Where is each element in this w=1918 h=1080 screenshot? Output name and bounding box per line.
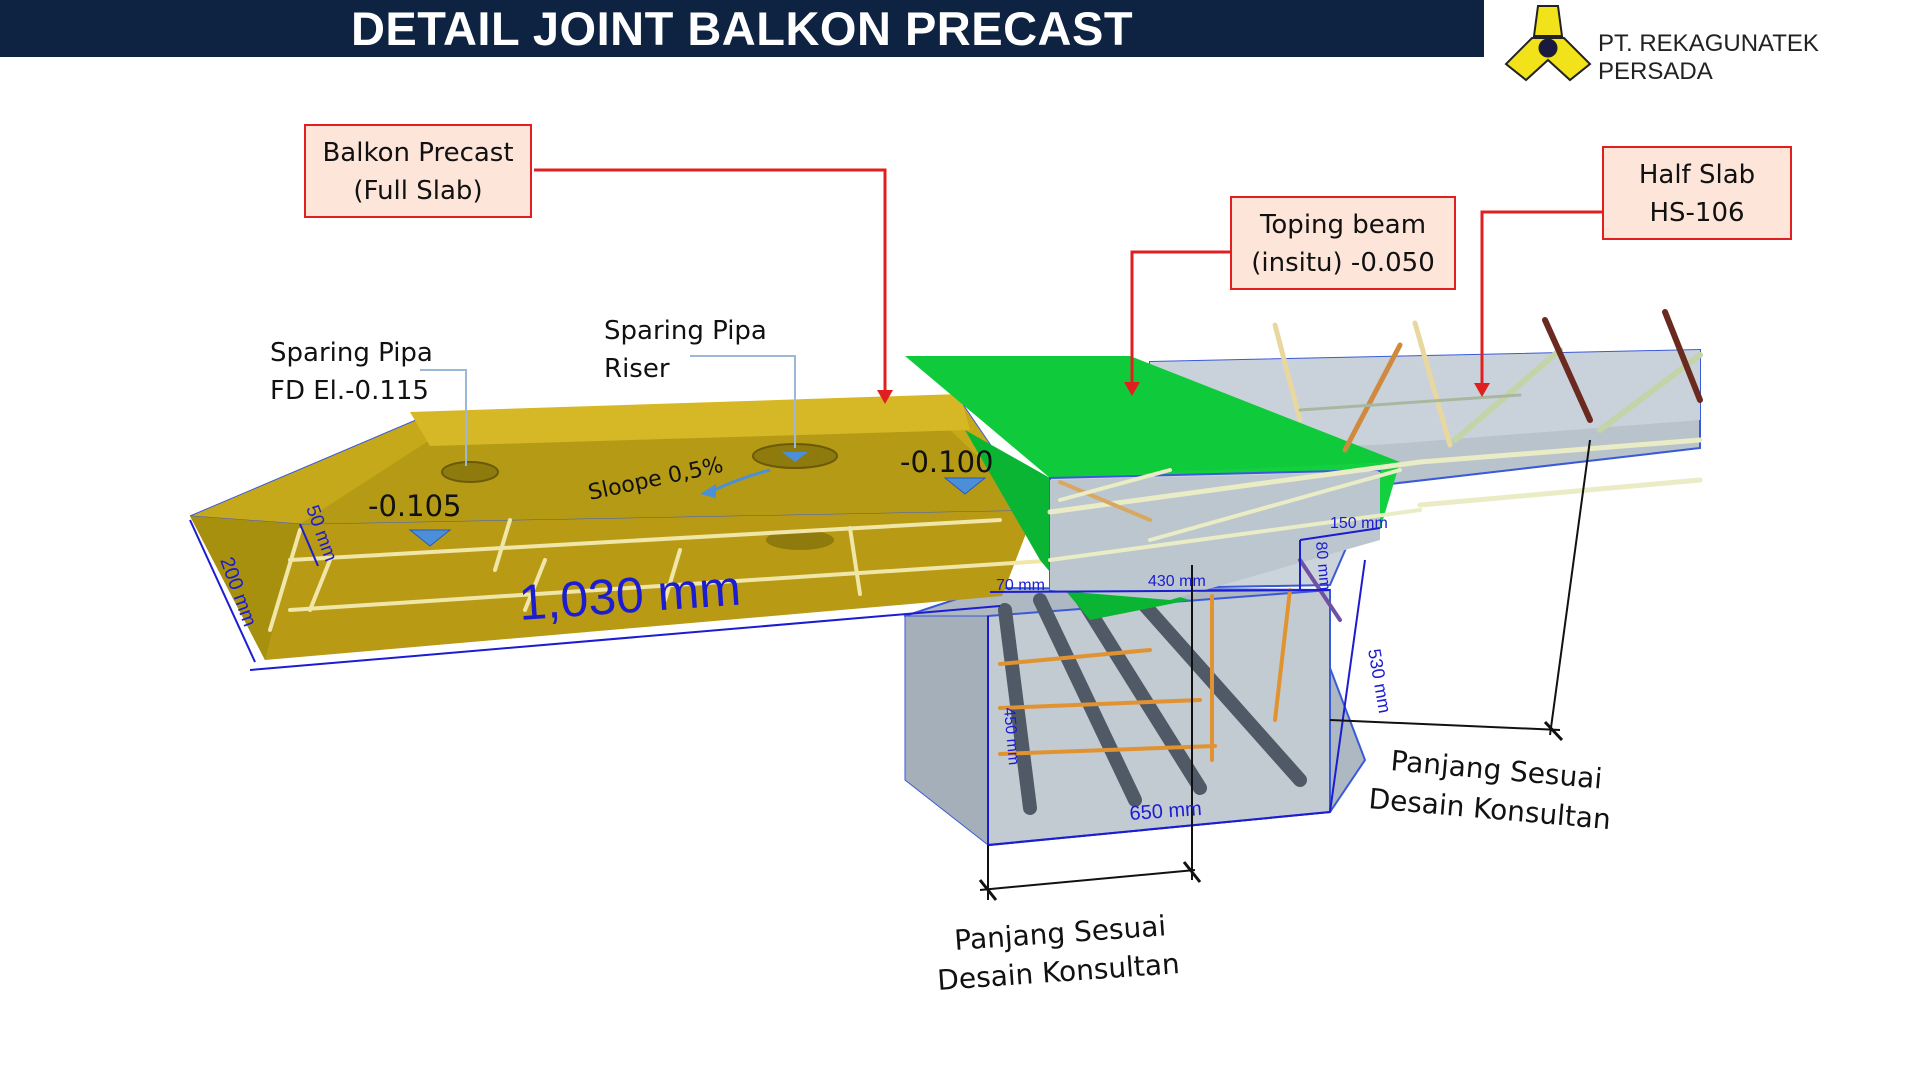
sparing-riser-line2: Riser bbox=[604, 354, 670, 384]
lower-sleeve bbox=[766, 530, 834, 550]
dim-beam-top: 430 mm bbox=[1148, 573, 1206, 590]
toping-callout-line2: (insitu) -0.050 bbox=[1251, 248, 1435, 278]
sparing-fd-line2: FD El.-0.115 bbox=[270, 376, 429, 406]
sparing-riser-note: Sparing Pipa Riser bbox=[604, 312, 767, 388]
note-leaders bbox=[420, 355, 796, 466]
sparing-fd-line1: Sparing Pipa bbox=[270, 338, 433, 368]
toping-callout-line1: Toping beam bbox=[1259, 210, 1427, 240]
balkon-rebar bbox=[268, 518, 1062, 632]
half-slab-callout-line2: HS-106 bbox=[1649, 198, 1745, 228]
level-balkon: -0.105 bbox=[368, 489, 462, 523]
length-dimension-ticks bbox=[978, 720, 1564, 901]
sparing-riser-line1: Sparing Pipa bbox=[604, 316, 767, 346]
toping-beam-top bbox=[905, 356, 1400, 478]
dim-beam-offset: 70 mm bbox=[996, 577, 1045, 594]
dim-bar-zone: 450 mm bbox=[1000, 707, 1022, 766]
balkon-step bbox=[300, 430, 1035, 524]
title-bar bbox=[0, 0, 1484, 57]
beam-left-face bbox=[904, 615, 989, 847]
dim-beam-depth: 530 mm bbox=[1364, 647, 1395, 715]
dimension-lines bbox=[189, 519, 1381, 846]
toping-beam-callout: Toping beam (insitu) -0.050 bbox=[1230, 196, 1456, 290]
balkon-precast-callout: Balkon Precast (Full Slab) bbox=[304, 124, 532, 218]
half-slab-rebar bbox=[1272, 309, 1703, 508]
balkon-callout-line2: (Full Slab) bbox=[353, 176, 483, 206]
balkon-upstand bbox=[410, 394, 970, 446]
balkon-callout-line1: Balkon Precast bbox=[322, 138, 514, 168]
level-beam-edge: -0.100 bbox=[900, 445, 994, 479]
balkon-slab-side bbox=[190, 510, 1035, 660]
beam-rebar bbox=[998, 588, 1307, 815]
toping-rebar bbox=[1047, 459, 1423, 622]
dim-beam-width: 650 mm bbox=[1129, 798, 1203, 825]
fd-sleeve bbox=[441, 461, 499, 483]
level-marker-balkon bbox=[408, 529, 452, 547]
sparing-fd-note: Sparing Pipa FD El.-0.115 bbox=[270, 334, 433, 410]
leader-arrowheads bbox=[877, 382, 1490, 404]
company-name: PT. REKAGUNATEK PERSADA bbox=[1598, 30, 1819, 85]
slope-arrow-head bbox=[700, 484, 716, 498]
page-title: DETAIL JOINT BALKON PRECAST bbox=[350, 2, 1134, 55]
half-slab-callout: Half Slab HS-106 bbox=[1602, 146, 1792, 240]
slope-arrow bbox=[711, 468, 771, 493]
company-logo-icon bbox=[1504, 5, 1592, 82]
length-dimension-lines bbox=[979, 439, 1591, 900]
dim-cover: 150 mm bbox=[1330, 515, 1388, 532]
level-marker-beam bbox=[943, 477, 987, 495]
toping-beam-left bbox=[965, 430, 1190, 620]
half-slab-callout-line1: Half Slab bbox=[1638, 160, 1756, 190]
dim-drop: 80 mm bbox=[1312, 541, 1333, 591]
level-marker-riser bbox=[782, 452, 808, 462]
leader-lines bbox=[534, 168, 1602, 392]
